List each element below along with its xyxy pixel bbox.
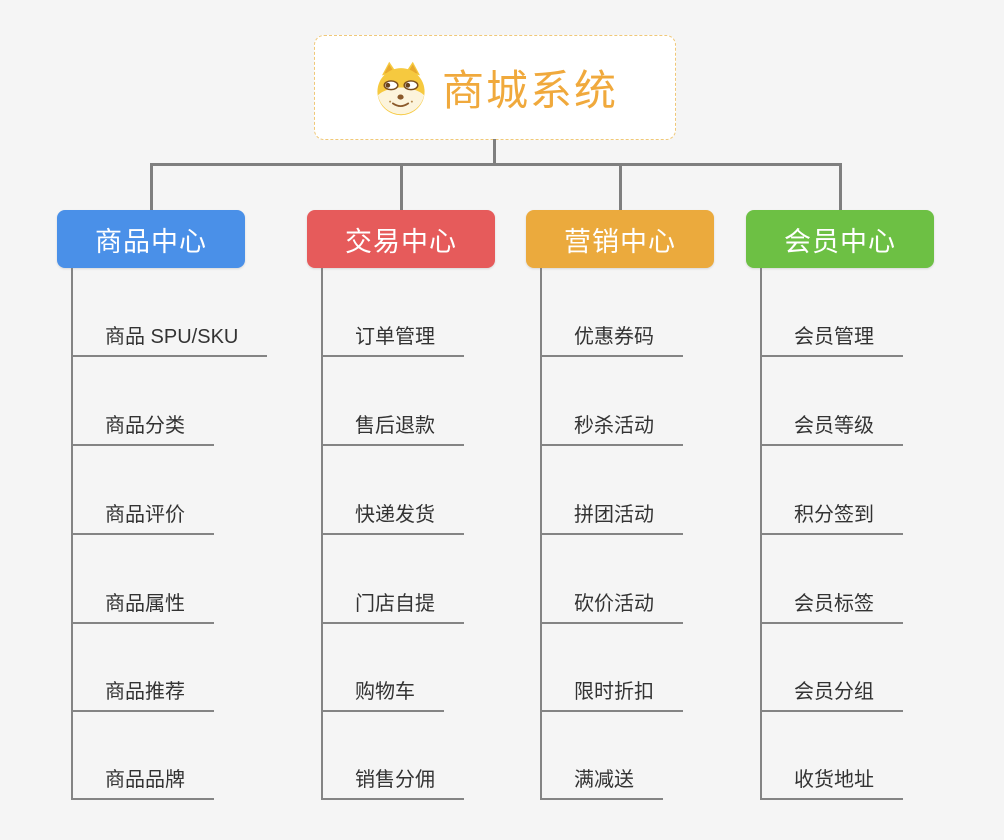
leaf-item[interactable]: 商品推荐	[71, 668, 214, 712]
branch-connector-drop	[150, 163, 153, 210]
leaf-label: 商品 SPU/SKU	[105, 326, 239, 348]
leaf-item[interactable]: 商品属性	[71, 580, 214, 624]
leaf-label: 销售分佣	[355, 769, 435, 791]
branch-connector-drop	[400, 163, 403, 210]
leaf-label: 售后退款	[355, 415, 435, 437]
leaf-item[interactable]: 购物车	[321, 668, 444, 712]
shiba-dog-icon	[372, 59, 430, 117]
leaf-item[interactable]: 商品评价	[71, 491, 214, 535]
leaf-label: 秒杀活动	[574, 415, 654, 437]
branch-node[interactable]: 交易中心	[307, 210, 495, 268]
leaf-item[interactable]: 会员分组	[760, 668, 903, 712]
leaf-label: 会员等级	[794, 415, 874, 437]
root-title: 商城系统	[441, 67, 618, 114]
branch-label: 会员中心	[784, 226, 896, 257]
leaf-label: 砍价活动	[574, 593, 654, 615]
root-node[interactable]: 商城系统	[314, 35, 676, 140]
leaf-item[interactable]: 快递发货	[321, 491, 464, 535]
leaf-label: 优惠券码	[574, 326, 654, 348]
leaf-item[interactable]: 限时折扣	[540, 668, 683, 712]
leaf-label: 积分签到	[794, 504, 874, 526]
leaf-label: 会员标签	[794, 593, 874, 615]
leaf-item[interactable]: 商品品牌	[71, 756, 214, 800]
leaf-item[interactable]: 拼团活动	[540, 491, 683, 535]
leaf-item[interactable]: 秒杀活动	[540, 402, 683, 446]
leaf-item[interactable]: 商品分类	[71, 402, 214, 446]
branch-connector-drop	[619, 163, 622, 210]
leaf-item[interactable]: 销售分佣	[321, 756, 464, 800]
branch-label: 商品中心	[95, 226, 207, 257]
leaf-item[interactable]: 优惠券码	[540, 313, 683, 357]
leaf-label: 商品推荐	[105, 681, 185, 703]
leaf-label: 会员分组	[794, 681, 874, 703]
leaf-label: 快递发货	[355, 504, 435, 526]
leaf-label: 订单管理	[355, 326, 435, 348]
leaf-item[interactable]: 砍价活动	[540, 580, 683, 624]
leaf-label: 限时折扣	[574, 681, 654, 703]
leaf-item[interactable]: 积分签到	[760, 491, 903, 535]
leaf-label: 门店自提	[355, 593, 435, 615]
leaf-label: 会员管理	[794, 326, 874, 348]
branch-connector-drop	[839, 163, 842, 210]
leaf-label: 拼团活动	[574, 504, 654, 526]
branch-node[interactable]: 会员中心	[746, 210, 934, 268]
branch-node[interactable]: 商品中心	[57, 210, 245, 268]
branch-label: 交易中心	[345, 226, 457, 257]
leaf-label: 商品品牌	[105, 769, 185, 791]
branch-label: 营销中心	[564, 226, 676, 257]
leaf-item[interactable]: 订单管理	[321, 313, 464, 357]
leaf-label: 收货地址	[794, 769, 874, 791]
leaf-item[interactable]: 会员标签	[760, 580, 903, 624]
leaf-item[interactable]: 售后退款	[321, 402, 464, 446]
leaf-item[interactable]: 门店自提	[321, 580, 464, 624]
branch-connector-bar	[151, 163, 842, 166]
leaf-label: 购物车	[355, 681, 415, 703]
leaf-item[interactable]: 商品 SPU/SKU	[71, 313, 268, 357]
root-connector-stub	[493, 139, 496, 165]
leaf-label: 满减送	[574, 769, 634, 791]
leaf-label: 商品属性	[105, 593, 185, 615]
leaf-item[interactable]: 收货地址	[760, 756, 903, 800]
leaf-label: 商品分类	[105, 415, 185, 437]
leaf-item[interactable]: 满减送	[540, 756, 663, 800]
leaf-item[interactable]: 会员等级	[760, 402, 903, 446]
leaf-item[interactable]: 会员管理	[760, 313, 903, 357]
branch-node[interactable]: 营销中心	[526, 210, 714, 268]
leaf-label: 商品评价	[105, 504, 185, 526]
